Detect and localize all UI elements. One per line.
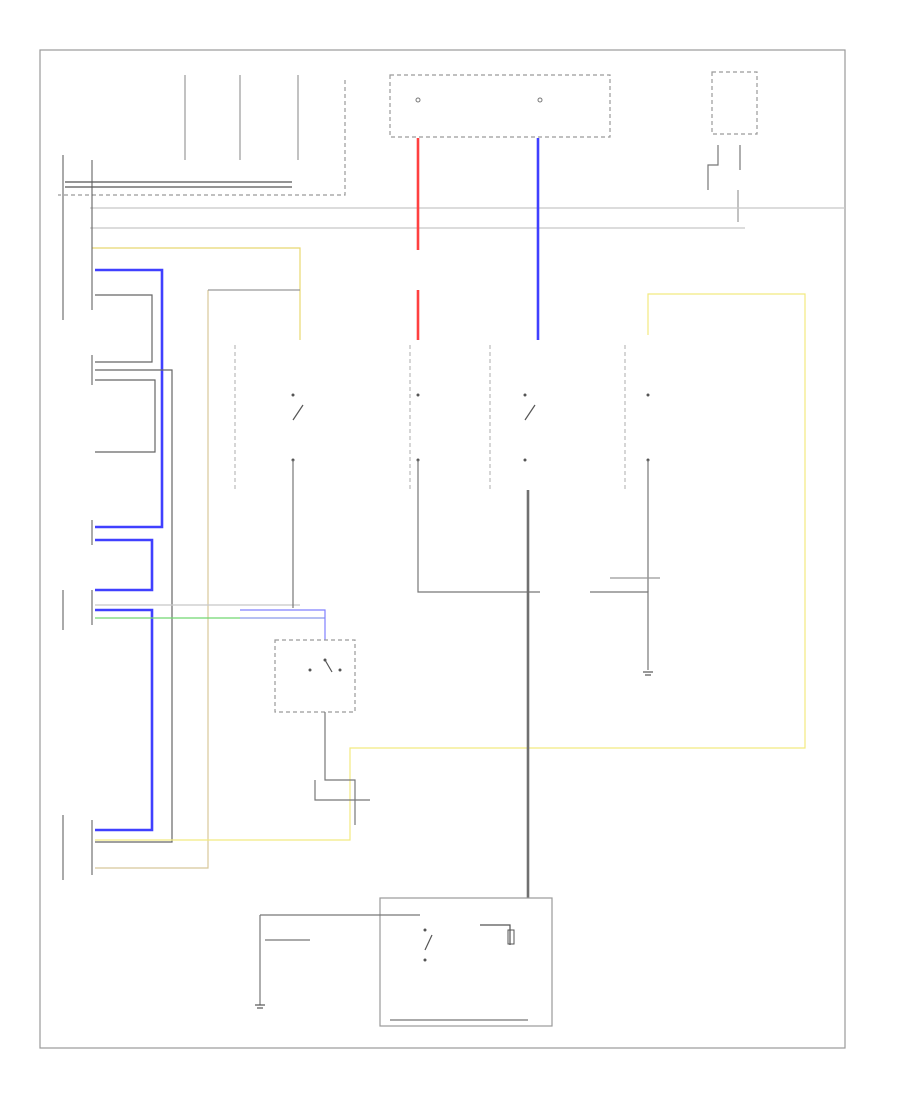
left-connector-lines	[90, 207, 845, 229]
switch-icon	[646, 393, 650, 592]
ground-icon	[643, 671, 653, 676]
wire-green-mid	[95, 604, 326, 640]
top-left-fuse-block	[58, 75, 346, 196]
right-junction	[590, 577, 660, 676]
motor-box	[255, 897, 553, 1027]
wire-yellow-right-loop	[95, 293, 806, 841]
wire-blue-left-loop	[95, 268, 164, 832]
center-switch-box	[274, 639, 370, 825]
switch-icon	[291, 393, 304, 608]
ground-icon	[255, 1004, 265, 1009]
wire-yellow-top	[92, 247, 301, 340]
wire-black-left	[95, 294, 173, 843]
diagram-frame	[39, 49, 846, 1049]
top-right-relay-box	[707, 71, 758, 222]
top-center-fuse-box	[389, 74, 611, 138]
wire-tan	[95, 290, 209, 869]
switch-icon	[523, 393, 536, 462]
switch-icon	[416, 393, 540, 593]
switch-icon	[423, 928, 433, 962]
motor-icon	[480, 924, 515, 945]
switch-row	[234, 345, 650, 608]
